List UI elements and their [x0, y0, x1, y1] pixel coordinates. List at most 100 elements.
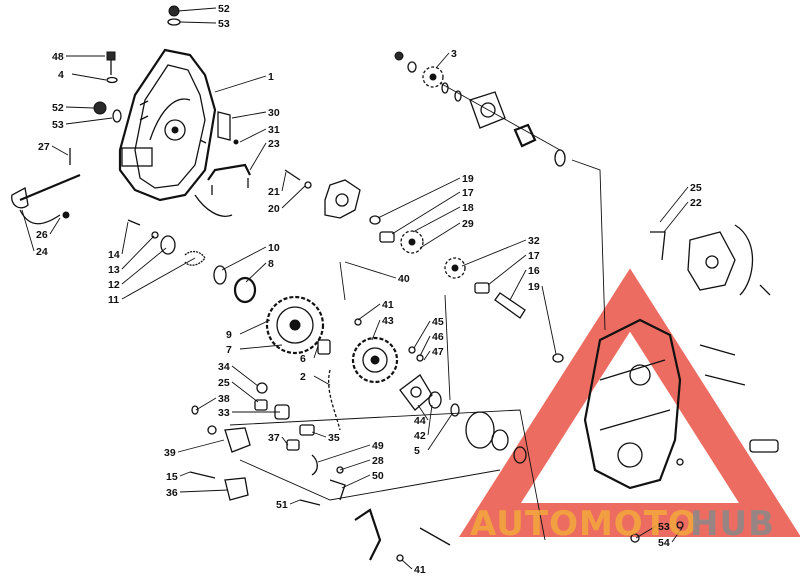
leader-line — [65, 106, 95, 109]
part-label-l24: 24 — [21, 209, 48, 258]
part-label-l16: 16 — [509, 265, 540, 301]
leader-line — [214, 75, 267, 93]
part-label-l12: 12 — [108, 247, 167, 291]
part-number: 53 — [218, 18, 230, 30]
part-number: 5 — [414, 445, 420, 457]
part-label-l40: 40 — [344, 261, 410, 285]
part-number: 17 — [462, 187, 474, 199]
watermark-triangle — [459, 268, 800, 537]
leader-line — [419, 335, 431, 357]
hub-sprocket-40 — [339, 261, 451, 401]
leader-line — [311, 431, 327, 438]
part-number: 44 — [414, 415, 426, 427]
leader-line — [357, 303, 381, 321]
leader-line — [289, 499, 301, 505]
part-label-l41a: 41 — [357, 299, 394, 321]
part-label-l51: 51 — [276, 499, 301, 511]
part-number: 54 — [658, 537, 670, 549]
part-number: 41 — [382, 299, 394, 311]
part-label-l46: 46 — [419, 331, 444, 357]
part-label-l17a: 17 — [391, 187, 474, 235]
part-number: 6 — [300, 353, 306, 365]
part-label-l44: 44 — [414, 404, 429, 427]
leader-line — [371, 319, 381, 341]
part-number: 47 — [432, 346, 444, 358]
part-label-l8: 8 — [245, 258, 274, 283]
leader-line — [341, 474, 371, 489]
part-label-l39: 39 — [164, 439, 225, 459]
part-label-l1: 1 — [214, 71, 274, 93]
part-number: 38 — [218, 393, 230, 405]
part-number: 31 — [268, 124, 280, 136]
leader-line — [281, 185, 306, 209]
cover-bolt-top — [167, 5, 181, 26]
part-label-l19a: 19 — [377, 173, 474, 219]
part-label-l52a: 52 — [177, 3, 230, 15]
gear-stack-middle — [369, 215, 564, 363]
part-number: 52 — [218, 3, 230, 15]
part-number: 7 — [226, 344, 232, 356]
part-number: 17 — [528, 250, 540, 262]
part-label-l13: 13 — [108, 235, 155, 276]
leader-line — [239, 128, 267, 143]
part-number: 34 — [218, 361, 230, 373]
part-number: 15 — [166, 471, 178, 483]
part-label-l49: 49 — [317, 440, 384, 463]
part-number: 45 — [432, 316, 444, 328]
part-label-l2: 2 — [300, 371, 331, 386]
part-label-l50: 50 — [341, 470, 384, 489]
part-number: 11 — [108, 294, 119, 306]
part-number: 12 — [108, 279, 120, 291]
part-number: 37 — [268, 432, 280, 444]
leader-line — [659, 186, 689, 223]
part-number: 20 — [268, 203, 280, 215]
part-label-l42: 42 — [414, 404, 433, 442]
part-label-l9: 9 — [226, 319, 271, 341]
spring-clip-23 — [207, 163, 251, 195]
watermark-brand-left: AUTOMOTO — [470, 504, 698, 544]
part-number: 16 — [528, 265, 540, 277]
part-label-l7: 7 — [226, 344, 283, 356]
part-number: 25 — [690, 182, 702, 194]
leader-line — [179, 471, 191, 477]
part-number: 33 — [218, 407, 230, 419]
part-number: 43 — [382, 315, 394, 327]
part-number: 14 — [108, 249, 120, 261]
leader-line — [239, 344, 283, 350]
leader-line — [377, 177, 461, 219]
part-label-l53b: 53 — [52, 117, 113, 131]
chaincase-housing — [583, 318, 779, 490]
leader-line — [487, 254, 527, 286]
part-label-l17b: 17 — [487, 250, 540, 286]
leader-line — [417, 404, 429, 421]
leader-line — [121, 221, 129, 255]
left-bearing-stack — [127, 219, 257, 304]
part-label-l43: 43 — [371, 315, 394, 341]
part-number: 29 — [462, 218, 474, 230]
part-label-l27: 27 — [38, 141, 69, 156]
leader-line — [509, 269, 527, 301]
leader-line — [344, 261, 397, 279]
part-number: 1 — [268, 71, 274, 83]
part-number: 50 — [372, 470, 384, 482]
part-number: 13 — [108, 264, 120, 276]
part-number: 2 — [300, 371, 306, 383]
leader-line — [121, 247, 167, 285]
watermark-text-group: AUTOMOTO HUB — [470, 504, 774, 544]
leader-line — [231, 365, 259, 387]
part-label-l37: 37 — [268, 432, 289, 446]
leader-line — [239, 319, 271, 335]
leader-line — [281, 436, 289, 446]
leader-line — [221, 246, 267, 271]
leader-line — [461, 239, 527, 267]
part-label-l25b: 25 — [218, 377, 259, 403]
part-label-l54: 54 — [658, 527, 683, 549]
part-label-l23: 23 — [249, 138, 280, 171]
part-label-l48: 48 — [52, 51, 105, 63]
part-number: 23 — [268, 138, 280, 150]
part-number: 21 — [268, 186, 280, 198]
part-number: 19 — [528, 281, 540, 293]
part-label-l6: 6 — [300, 345, 319, 365]
